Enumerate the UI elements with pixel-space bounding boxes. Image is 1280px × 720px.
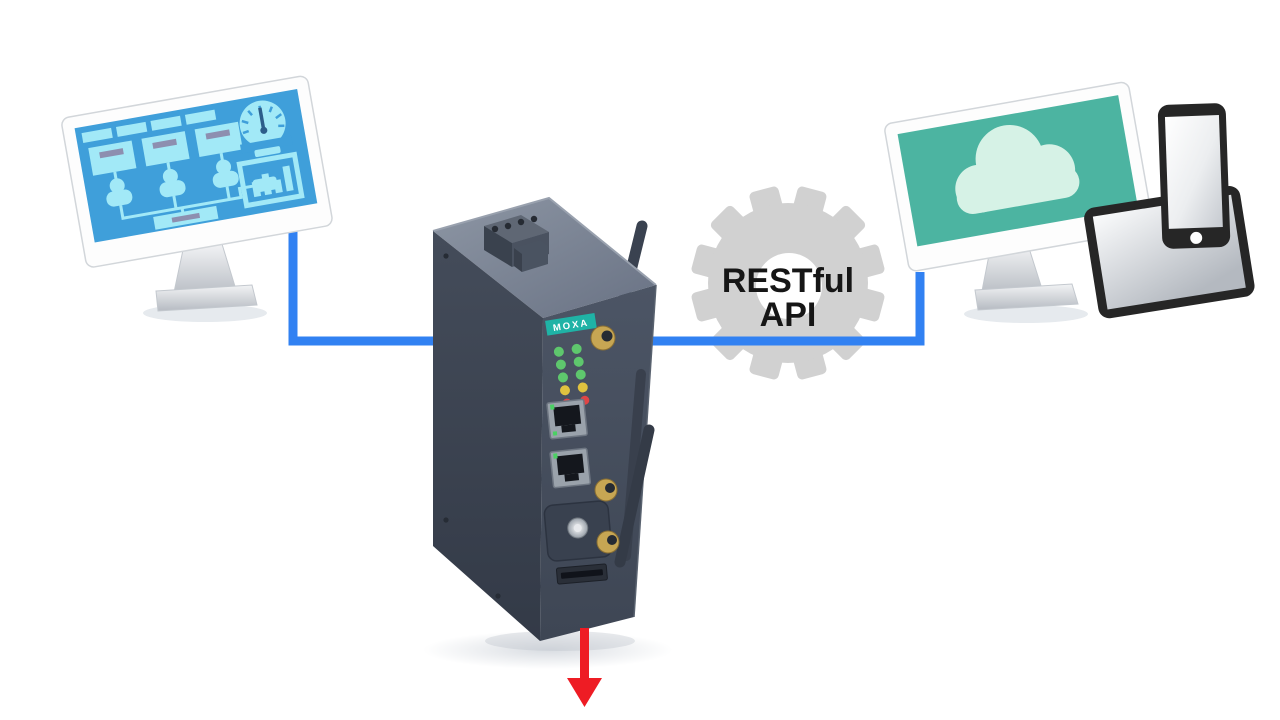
led-yellow — [577, 382, 588, 393]
led-green — [557, 372, 568, 383]
scada-monitor-panel — [61, 75, 333, 268]
mount-screw-holes — [443, 253, 501, 599]
monitor-stand-base — [974, 283, 1079, 311]
restful-api-label-line2: API — [760, 296, 817, 334]
brand-plate: MOXA — [545, 313, 597, 336]
dashboard-header-bars — [81, 109, 217, 143]
recessed-panel — [543, 500, 613, 562]
ethernet-port-1 — [546, 398, 588, 440]
scada-workstation — [61, 75, 333, 322]
led-green — [555, 359, 566, 370]
monitor-stand-base — [155, 284, 258, 312]
router-top-edge-highlight — [432, 196, 657, 286]
ethernet-port-2 — [549, 447, 592, 489]
led-green — [573, 356, 584, 367]
ethernet-ports — [546, 398, 592, 489]
phone-screen — [1164, 115, 1223, 229]
gear-icon — [691, 186, 885, 380]
scada-dashboard — [81, 100, 305, 230]
status-bar-fill — [171, 212, 201, 223]
antenna-connectors — [590, 325, 620, 554]
led-green — [553, 346, 564, 357]
gauge-icon — [239, 100, 293, 157]
phone-home-button — [1190, 231, 1203, 244]
restful-api-gear: RESTful API — [691, 186, 885, 380]
led-green — [571, 343, 582, 354]
download-arrow-icon — [567, 628, 602, 707]
smartphone-icon — [1157, 103, 1231, 249]
reset-button-center — [573, 524, 582, 533]
led-green — [575, 369, 586, 380]
monitor-shadow — [964, 305, 1088, 323]
router-contact-shadow — [485, 631, 635, 651]
sim-card-slot — [555, 563, 608, 585]
router-shadow — [423, 631, 673, 669]
process-node-cards — [88, 121, 243, 176]
router-side-face — [433, 231, 543, 641]
connection-line-left — [288, 228, 440, 346]
connection-line-right — [652, 272, 925, 346]
cloud-icon — [955, 124, 1080, 214]
operator-node-icons — [106, 159, 239, 207]
led-yellow — [559, 385, 570, 396]
moxa-router: MOXA — [423, 196, 673, 669]
power-terminal-block — [484, 215, 549, 272]
restful-api-label-line1: RESTful — [722, 262, 854, 300]
bar-chart-icon — [236, 151, 305, 209]
antenna-icon-side-2 — [614, 424, 655, 568]
led-matrix — [553, 343, 590, 408]
